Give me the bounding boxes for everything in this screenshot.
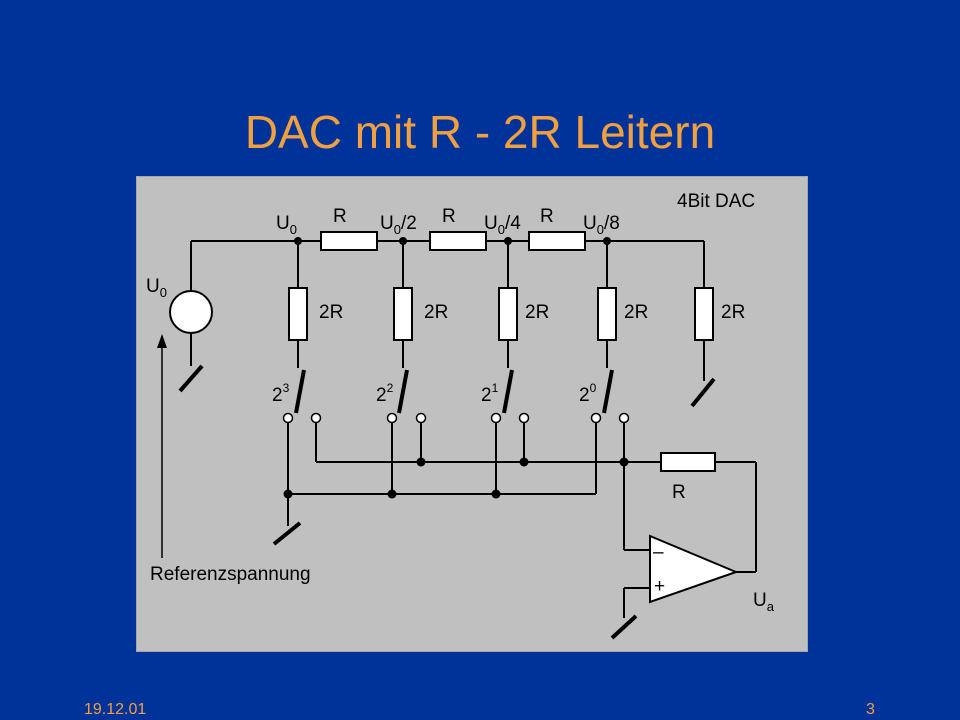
node-voltage-u0-4: U0/4 bbox=[484, 213, 521, 237]
voltage-source bbox=[169, 290, 213, 334]
shunt-resistor-label-2: 2R bbox=[424, 302, 448, 323]
switch-label-2-3: 23 bbox=[272, 381, 290, 406]
summing-bus bbox=[287, 422, 757, 618]
feedback-resistor bbox=[660, 452, 716, 472]
node-voltage-u0: U0 bbox=[276, 213, 297, 237]
series-resistor-1 bbox=[320, 231, 378, 251]
op-amp-minus: – bbox=[653, 542, 664, 563]
shunt-legs bbox=[297, 241, 705, 381]
output-label: Ua bbox=[753, 590, 775, 614]
shunt-resistor-2 bbox=[393, 287, 413, 341]
node-voltage-u0-2: U0/2 bbox=[380, 213, 417, 237]
page-number: 3 bbox=[866, 701, 875, 718]
ground-symbol bbox=[178, 364, 204, 393]
switch-label-2-0: 20 bbox=[579, 381, 597, 406]
shunt-resistor-label-1: 2R bbox=[319, 302, 343, 323]
source-label: U0 bbox=[146, 276, 167, 300]
ground-symbol bbox=[272, 521, 302, 546]
circuit-schematic: 4Bit DAC R R R U0 U0/2 U0/4 U0/8 bbox=[136, 176, 808, 652]
reference-arrow-head bbox=[157, 334, 167, 348]
shunt-resistor-3 bbox=[498, 287, 518, 341]
shunt-resistor-label-5: 2R bbox=[721, 302, 745, 323]
shunt-resistor-label-4: 2R bbox=[624, 302, 648, 323]
junction-dots bbox=[283, 457, 629, 499]
shunt-resistor-label-3: 2R bbox=[525, 302, 549, 323]
series-resistor-label-2: R bbox=[442, 206, 456, 227]
slide-title: DAC mit R - 2R Leitern bbox=[244, 106, 716, 158]
op-amp bbox=[649, 534, 739, 604]
reference-label: Referenzspannung bbox=[150, 564, 311, 585]
shunt-resistor-5 bbox=[694, 287, 714, 341]
series-resistor-3 bbox=[528, 231, 586, 251]
ground-symbol bbox=[610, 614, 638, 640]
shunt-resistor-1 bbox=[288, 287, 308, 341]
diagram-heading: 4Bit DAC bbox=[677, 191, 755, 212]
series-resistor-label-1: R bbox=[333, 206, 347, 227]
shunt-resistor-4 bbox=[597, 287, 617, 341]
diagram-border bbox=[136, 176, 808, 652]
series-resistor-label-3: R bbox=[540, 206, 554, 227]
node-voltage-u0-8: U0/8 bbox=[583, 213, 620, 237]
circuit-diagram: 4Bit DAC R R R U0 U0/2 U0/4 U0/8 bbox=[136, 176, 808, 652]
op-amp-plus: + bbox=[654, 576, 665, 597]
footer-date: 19.12.01 bbox=[84, 701, 147, 718]
switch-contacts bbox=[282, 412, 630, 424]
ground-symbol bbox=[690, 377, 716, 408]
switch-label-2-2: 22 bbox=[376, 381, 394, 406]
series-resistor-2 bbox=[429, 231, 487, 251]
switch-blades bbox=[294, 369, 614, 414]
switch-label-2-1: 21 bbox=[481, 381, 499, 406]
feedback-resistor-label: R bbox=[672, 482, 686, 503]
